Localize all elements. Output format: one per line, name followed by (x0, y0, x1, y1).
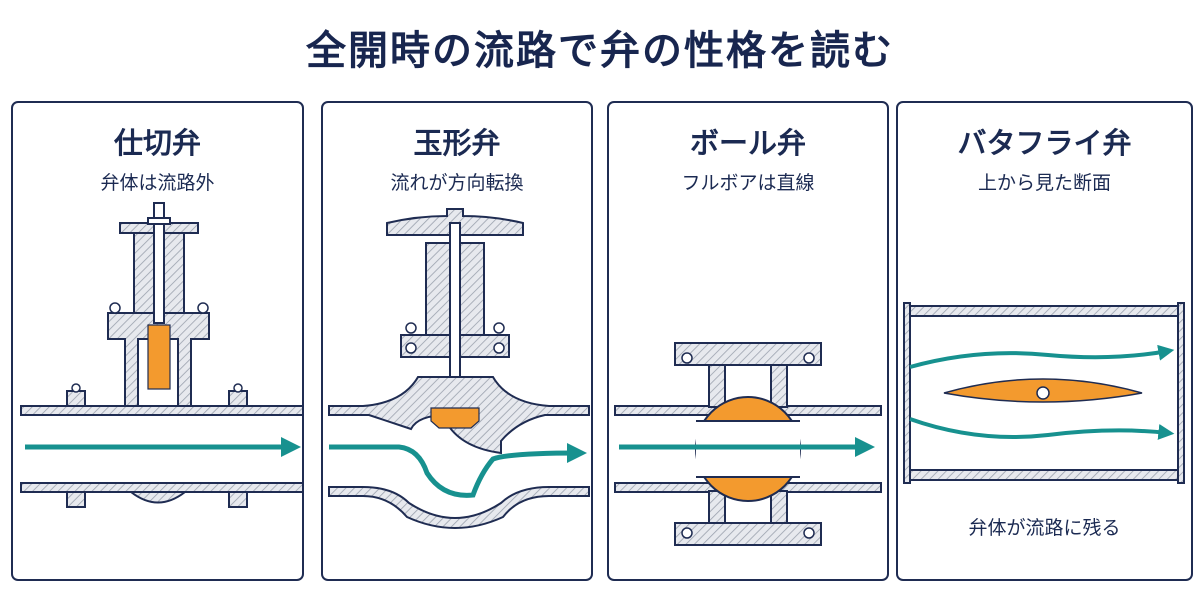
butterfly-valve-note: 弁体が流路に残る (968, 517, 1121, 539)
globe-valve-panel: 玉形弁 流れが方向転換 (321, 101, 593, 581)
globe-valve-caption: 流れが方向転換 (390, 172, 524, 194)
ball-valve-panel: ボール弁 フルボアは直線 (607, 101, 889, 581)
gate-valve-caption: 弁体は流路外 (100, 172, 215, 194)
globe-flow-arrow (329, 443, 587, 498)
ball-body-bottom (674, 522, 822, 546)
ball-valve-caption: フルボアは直線 (681, 172, 815, 194)
butterfly-valve-panel: バタフライ弁 上から見た断面 弁体が流路に残る (896, 101, 1193, 581)
gate-body-lower (128, 491, 188, 504)
butterfly-valve-drawing (903, 302, 1185, 484)
butterfly-pipe-top (905, 305, 1183, 317)
globe-valve-drawing (328, 208, 590, 529)
butterfly-flow-lower (909, 417, 1175, 440)
gate-valve-drawing (20, 202, 302, 508)
butterfly-shaft (1036, 386, 1050, 400)
gate-valve-title: 仕切弁 (113, 126, 201, 160)
ball-valve-drawing (614, 342, 882, 546)
gate-valve-panel: 仕切弁 弁体は流路外 (11, 101, 304, 581)
ball-body-top (674, 342, 822, 366)
gate-pipe-top-wall (20, 405, 302, 416)
butterfly-pipe-bottom (905, 469, 1183, 481)
butterfly-valve-title: バタフライ弁 (957, 126, 1132, 160)
globe-disc (430, 407, 480, 429)
gate-stem (153, 202, 165, 324)
globe-valve-title: 玉形弁 (413, 126, 501, 160)
gate-pipe-bottom-wall (20, 482, 302, 493)
gate-bonnet (107, 312, 210, 407)
diagram-title: 全開時の流路で弁の性格を読む (306, 28, 894, 74)
butterfly-valve-caption: 上から見た断面 (977, 172, 1111, 194)
globe-stem (449, 222, 461, 384)
butterfly-flow-upper (909, 344, 1175, 369)
gate-disc (147, 324, 171, 390)
ball-valve-title: ボール弁 (689, 126, 806, 160)
